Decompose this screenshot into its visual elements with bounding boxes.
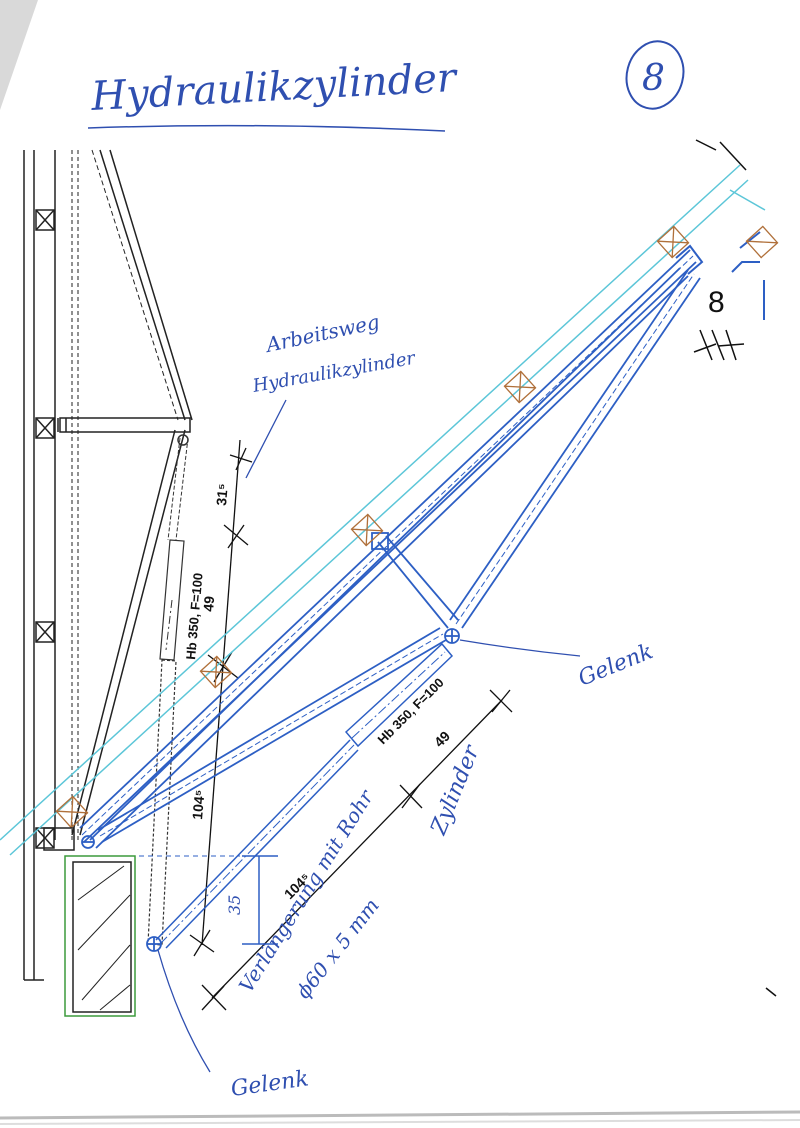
arbeitsweg-leader <box>245 399 287 479</box>
gelenk-right-label: Gelenk <box>575 639 657 691</box>
gelenk-bottom-leader <box>157 949 211 1073</box>
main-boom <box>79 249 701 849</box>
gelenk-bottom-label: Gelenk <box>229 1066 310 1102</box>
base-wall <box>43 827 136 1017</box>
zylinder-label: Zylinder <box>426 741 485 839</box>
offset-dimension-label: 35 <box>225 895 244 915</box>
rafter-lines <box>0 164 766 856</box>
page-number-badge: 8 <box>625 40 685 110</box>
brown-nodes <box>55 225 779 829</box>
wall-node-markers <box>35 209 55 849</box>
verlaengerung-label: Verlängerung mit Rohr <box>234 785 379 997</box>
lower-stroke-dimension: 49 <box>431 728 453 750</box>
gelenk-right-leader <box>459 639 581 657</box>
page-number: 8 <box>642 58 665 99</box>
left-hydraulic-cylinder <box>147 434 189 946</box>
left-stroke-dimension: 49 <box>200 595 217 612</box>
page-title: Hydraulikzylinder <box>89 55 460 120</box>
left-dimension-chain <box>189 439 253 957</box>
left-upper-dimension: 31⁵ <box>213 483 231 506</box>
folded-truss <box>57 149 193 836</box>
lower-dimension-chain <box>201 689 513 1011</box>
left-length-dimension: 104⁵ <box>189 789 208 820</box>
boom-tip <box>675 231 765 320</box>
arbeitsweg-label: Arbeitsweg <box>262 309 382 357</box>
lower-hydraulic-cylinder <box>155 642 454 949</box>
node-label: 8 <box>708 286 725 319</box>
boom-strut <box>371 532 459 629</box>
title-underline <box>87 124 446 132</box>
offset-dimension <box>130 855 278 945</box>
pivot-joints <box>81 628 460 952</box>
right-node-detail <box>693 139 777 997</box>
left-cylinder-label: Hb 350, F=100 <box>183 572 206 660</box>
